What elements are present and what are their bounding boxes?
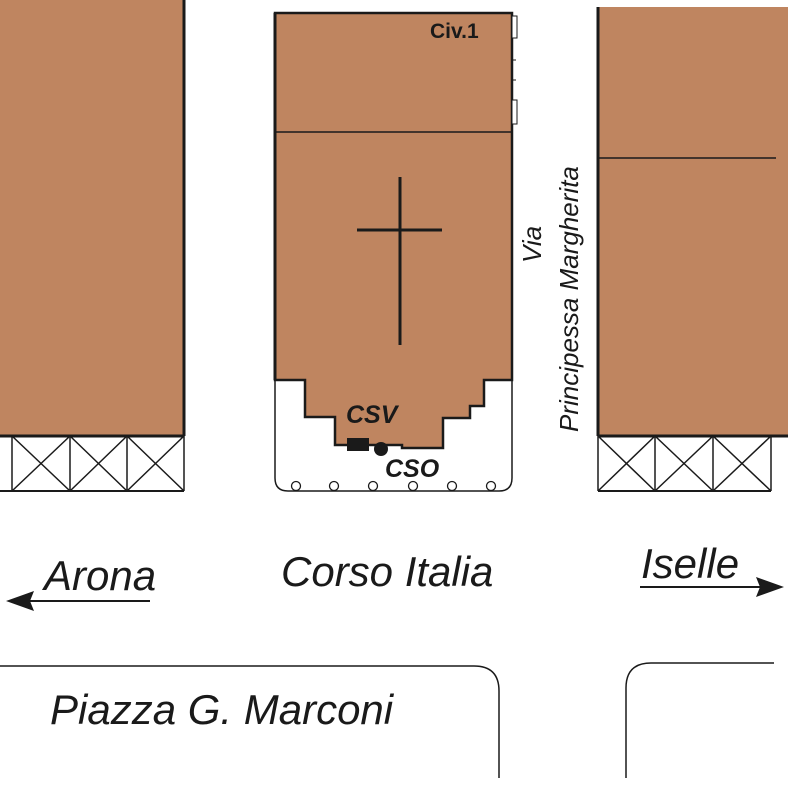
left-building [0,0,186,492]
door-marker [511,15,518,39]
circle-icon [407,480,419,492]
piazza-right-block [625,662,774,778]
crossed-box-icon [126,435,185,492]
arrow-icon [640,577,784,597]
circle-icon [290,480,302,492]
cso-label: CSO [385,455,440,483]
left-arcade [0,435,185,492]
right-arcade [597,435,772,492]
crossed-box-icon [712,435,772,492]
square-icon [347,438,369,451]
church-forecourt [274,380,513,492]
circle-icon [328,480,340,492]
crossed-box-icon [654,435,714,492]
left-building-body [0,0,184,436]
via-label: Via [517,226,547,263]
door-marker [511,99,518,125]
forecourt-bollards [290,480,497,492]
square-label: Piazza G. Marconi [50,686,395,733]
arrow-icon [6,591,150,611]
filled-circle-icon [374,442,388,456]
circle-icon [367,480,379,492]
right-building [596,7,788,492]
crossed-box-icon [597,435,656,492]
direction-right-label: Iselle [641,540,739,587]
direction-left-label: Arona [41,552,156,599]
circle-icon [485,480,497,492]
csv-label: CSV [346,401,400,429]
piazza-left-block [0,665,500,778]
crossed-box-icon [11,435,71,492]
main-road-label: Corso Italia [281,548,493,595]
cross-icon [357,177,442,345]
circle-icon [446,480,458,492]
street-side-label: Principessa Margherita [554,166,584,432]
right-building-body [598,7,788,436]
church-building [273,11,518,492]
crossed-box-icon [69,435,128,492]
civic-number-label: Civ.1 [430,20,479,43]
